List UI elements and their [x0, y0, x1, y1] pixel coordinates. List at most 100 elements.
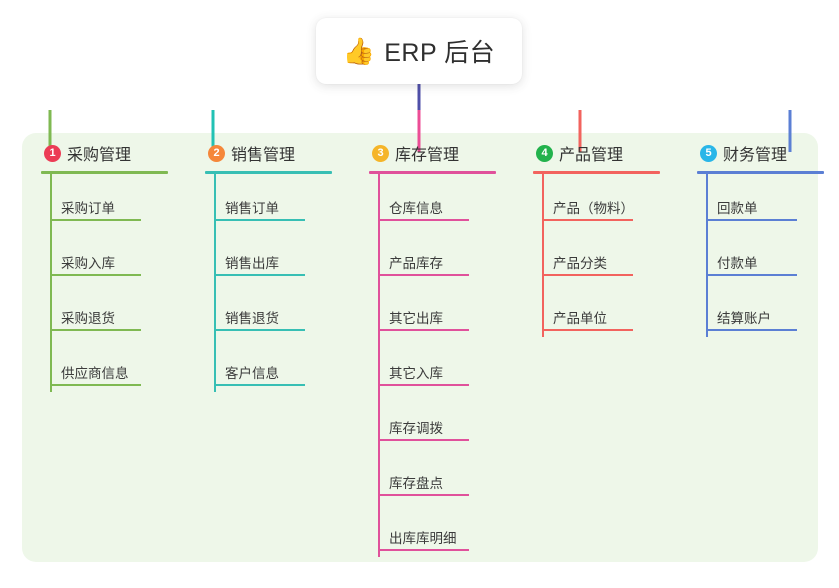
menu-item[interactable]: 其它入库 — [356, 339, 516, 394]
menu-item-label: 采购入库 — [61, 256, 115, 271]
menu-item[interactable]: 库存调拨 — [356, 394, 516, 449]
menu-item-label: 采购订单 — [61, 201, 115, 216]
menu-item-label: 仓库信息 — [389, 201, 443, 216]
menu-item[interactable]: 结算账户 — [684, 284, 839, 339]
category-item-list: 仓库信息产品库存其它出库其它入库库存调拨库存盘点出库库明细 — [356, 174, 516, 559]
menu-item[interactable]: 其它出库 — [356, 284, 516, 339]
menu-item-rule — [378, 274, 469, 276]
menu-item[interactable]: 采购订单 — [28, 174, 188, 229]
category-title: 销售管理 — [231, 147, 296, 164]
menu-item-rule — [378, 439, 469, 441]
menu-item-rule — [706, 329, 797, 331]
category-header-rule — [41, 171, 168, 174]
category-column-4: 4 产品管理产品（物料） 产品分类产品单位 — [520, 140, 680, 339]
menu-item-rule — [378, 549, 469, 551]
root-node-card[interactable]: 👍 ERP 后台 — [316, 18, 522, 84]
category-number-badge: 5 — [700, 144, 717, 162]
menu-item[interactable]: 产品库存 — [356, 229, 516, 284]
menu-item-label: 库存盘点 — [389, 476, 443, 491]
menu-item-rule — [706, 274, 797, 276]
menu-item-rule — [214, 329, 305, 331]
menu-item-label: 产品（物料） — [553, 201, 634, 216]
menu-item-label: 销售订单 — [225, 201, 279, 216]
menu-item[interactable]: 付款单 — [684, 229, 839, 284]
category-number-badge: 2 — [208, 144, 225, 162]
category-header-rule — [533, 171, 660, 174]
category-column-2: 2 销售管理销售订单销售出库销售退货客户信息 — [192, 140, 352, 394]
menu-item-label: 销售退货 — [225, 311, 279, 326]
menu-item-rule — [214, 274, 305, 276]
category-title: 采购管理 — [67, 147, 132, 164]
category-number-badge: 4 — [536, 144, 553, 162]
menu-item-rule — [542, 274, 633, 276]
root-title: ERP 后台 — [384, 39, 496, 67]
category-header-rule — [369, 171, 496, 174]
category-trunk-line — [378, 174, 380, 557]
menu-item-label: 出库库明细 — [389, 531, 457, 546]
category-item-list: 销售订单销售出库销售退货客户信息 — [192, 174, 352, 394]
menu-item-label: 产品库存 — [389, 256, 443, 271]
category-number-badge: 3 — [372, 144, 389, 162]
category-item-list: 产品（物料） 产品分类产品单位 — [520, 174, 680, 339]
category-trunk-line — [542, 174, 544, 337]
menu-item-label: 库存调拨 — [389, 421, 443, 436]
menu-item[interactable]: 供应商信息 — [28, 339, 188, 394]
menu-item-rule — [378, 494, 469, 496]
menu-item-rule — [214, 384, 305, 386]
menu-item-rule — [378, 384, 469, 386]
category-trunk-line — [50, 174, 52, 392]
menu-item-label: 回款单 — [717, 201, 758, 216]
category-header-3[interactable]: 3 库存管理 — [356, 140, 516, 166]
menu-item[interactable]: 库存盘点 — [356, 449, 516, 504]
menu-item-label: 结算账户 — [717, 311, 771, 326]
category-column-5: 5 财务管理回款单付款单结算账户 — [684, 140, 839, 339]
menu-item-label: 产品分类 — [553, 256, 607, 271]
category-column-3: 3 库存管理仓库信息产品库存其它出库其它入库库存调拨库存盘点出库库明细 — [356, 140, 516, 559]
menu-item-label: 其它入库 — [389, 366, 443, 381]
menu-item[interactable]: 出库库明细 — [356, 504, 516, 559]
category-title: 库存管理 — [395, 147, 460, 164]
menu-item[interactable]: 产品单位 — [520, 284, 680, 339]
menu-item[interactable]: 销售退货 — [192, 284, 352, 339]
menu-item-label: 产品单位 — [553, 311, 607, 326]
category-header-4[interactable]: 4 产品管理 — [520, 140, 680, 166]
menu-item[interactable]: 产品（物料） — [520, 174, 680, 229]
category-column-1: 1 采购管理采购订单采购入库采购退货供应商信息 — [28, 140, 188, 394]
category-trunk-line — [214, 174, 216, 392]
menu-item[interactable]: 销售出库 — [192, 229, 352, 284]
category-header-1[interactable]: 1 采购管理 — [28, 140, 188, 166]
menu-item[interactable]: 仓库信息 — [356, 174, 516, 229]
category-number-badge: 1 — [44, 144, 61, 162]
category-header-2[interactable]: 2 销售管理 — [192, 140, 352, 166]
menu-item[interactable]: 客户信息 — [192, 339, 352, 394]
menu-item[interactable]: 产品分类 — [520, 229, 680, 284]
menu-item[interactable]: 采购入库 — [28, 229, 188, 284]
menu-item-label: 付款单 — [717, 256, 758, 271]
menu-item-label: 供应商信息 — [61, 366, 129, 381]
menu-item-label: 其它出库 — [389, 311, 443, 326]
menu-item-rule — [542, 219, 633, 221]
menu-item-label: 销售出库 — [225, 256, 279, 271]
menu-item[interactable]: 销售订单 — [192, 174, 352, 229]
menu-item-rule — [50, 219, 141, 221]
menu-item-label: 采购退货 — [61, 311, 115, 326]
diagram-background-panel — [22, 133, 818, 562]
menu-item-label: 客户信息 — [225, 366, 279, 381]
category-trunk-line — [706, 174, 708, 337]
category-header-rule — [697, 171, 824, 174]
menu-item[interactable]: 采购退货 — [28, 284, 188, 339]
category-item-list: 回款单付款单结算账户 — [684, 174, 839, 339]
menu-item[interactable]: 回款单 — [684, 174, 839, 229]
category-header-5[interactable]: 5 财务管理 — [684, 140, 839, 166]
category-item-list: 采购订单采购入库采购退货供应商信息 — [28, 174, 188, 394]
category-header-rule — [205, 171, 332, 174]
menu-item-rule — [50, 384, 141, 386]
menu-item-rule — [50, 329, 141, 331]
menu-item-rule — [706, 219, 797, 221]
menu-item-rule — [214, 219, 305, 221]
menu-item-rule — [378, 329, 469, 331]
category-columns: 1 采购管理采购订单采购入库采购退货供应商信息 2 销售管理销售订单销售出库销售退货客… — [0, 140, 839, 570]
thumbs-up-icon: 👍 — [342, 36, 376, 66]
category-title: 产品管理 — [559, 147, 624, 164]
category-title: 财务管理 — [723, 147, 788, 164]
